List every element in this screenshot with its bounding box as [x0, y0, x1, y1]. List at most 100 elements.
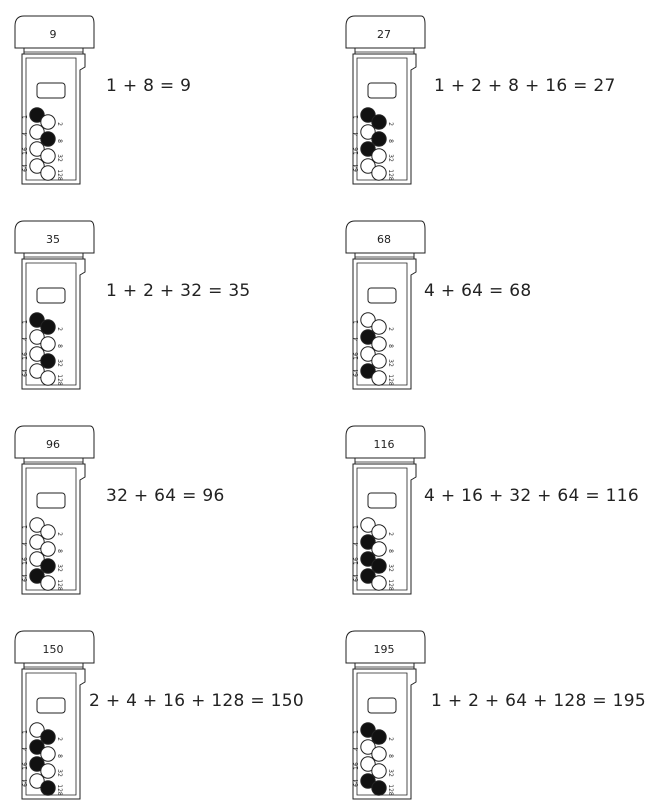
bit-label-4: 4 — [353, 747, 360, 751]
bit-circle-128 — [372, 371, 386, 385]
display-value: 35 — [46, 233, 60, 246]
display-value: 27 — [377, 28, 391, 41]
bit-label-16: 16 — [22, 762, 29, 770]
equation-text: 1 + 2 + 32 = 35 — [106, 281, 251, 301]
equation-text: 2 + 4 + 16 + 128 = 150 — [89, 691, 304, 711]
equation-text: 4 + 16 + 32 + 64 = 116 — [424, 486, 639, 506]
bit-label-4: 4 — [22, 542, 29, 546]
bit-circle-128 — [372, 576, 386, 590]
bit-label-64: 64 — [353, 779, 360, 787]
bit-label-2: 2 — [387, 327, 394, 331]
bit-label-64: 64 — [353, 574, 360, 582]
bit-circle-2 — [41, 320, 55, 334]
display-value: 116 — [374, 438, 395, 451]
bit-label-4: 4 — [22, 747, 29, 751]
bit-label-16: 16 — [22, 557, 29, 565]
bit-circle-8 — [41, 337, 55, 351]
bit-label-128: 128 — [56, 579, 63, 591]
bit-circle-8 — [372, 747, 386, 761]
screen-window — [368, 288, 396, 303]
screen-window — [368, 83, 396, 98]
screen-window — [368, 493, 396, 508]
bit-label-1: 1 — [22, 320, 29, 324]
bit-circle-32 — [41, 149, 55, 163]
bit-circle-128 — [41, 166, 55, 180]
screen-window — [37, 288, 65, 303]
bit-label-4: 4 — [353, 337, 360, 341]
bit-label-2: 2 — [387, 122, 394, 126]
bit-circle-2 — [372, 730, 386, 744]
bit-circle-8 — [372, 132, 386, 146]
bit-label-8: 8 — [387, 344, 394, 348]
bit-label-2: 2 — [387, 737, 394, 741]
bit-circle-8 — [41, 132, 55, 146]
bit-label-8: 8 — [387, 549, 394, 553]
bit-label-16: 16 — [353, 352, 360, 360]
bit-label-4: 4 — [353, 542, 360, 546]
bit-label-32: 32 — [387, 154, 394, 162]
bit-label-2: 2 — [56, 532, 63, 536]
bit-label-128: 128 — [387, 579, 394, 591]
equation-text: 1 + 2 + 8 + 16 = 27 — [434, 76, 616, 96]
screen-window — [37, 83, 65, 98]
screen-window — [368, 698, 396, 713]
bit-label-2: 2 — [56, 122, 63, 126]
bit-label-8: 8 — [56, 549, 63, 553]
bit-circle-2 — [41, 525, 55, 539]
bit-label-1: 1 — [22, 730, 29, 734]
equation-text: 1 + 8 = 9 — [106, 76, 191, 96]
equation-text: 1 + 2 + 64 + 128 = 195 — [431, 691, 646, 711]
bit-label-4: 4 — [22, 337, 29, 341]
bit-circle-2 — [41, 730, 55, 744]
bit-label-32: 32 — [56, 769, 63, 777]
bit-label-8: 8 — [56, 139, 63, 143]
bit-circle-2 — [372, 115, 386, 129]
bit-label-128: 128 — [56, 784, 63, 796]
bit-label-128: 128 — [387, 169, 394, 181]
bit-circle-128 — [41, 781, 55, 795]
bit-label-64: 64 — [353, 369, 360, 377]
bit-label-1: 1 — [22, 525, 29, 529]
bit-circle-32 — [372, 764, 386, 778]
bit-label-1: 1 — [353, 730, 360, 734]
equation-text: 32 + 64 = 96 — [106, 486, 225, 506]
bit-circle-128 — [41, 371, 55, 385]
bit-label-32: 32 — [387, 359, 394, 367]
bit-label-4: 4 — [353, 132, 360, 136]
bit-label-2: 2 — [56, 327, 63, 331]
bit-label-8: 8 — [56, 754, 63, 758]
bit-circle-2 — [372, 525, 386, 539]
bit-label-16: 16 — [353, 762, 360, 770]
bit-circle-8 — [372, 337, 386, 351]
bit-circle-32 — [41, 354, 55, 368]
bit-circle-8 — [372, 542, 386, 556]
bit-label-128: 128 — [56, 374, 63, 386]
binary-counter-device: 91248163264128 — [12, 12, 102, 192]
bit-label-16: 16 — [353, 557, 360, 565]
bit-label-8: 8 — [387, 754, 394, 758]
bit-label-2: 2 — [56, 737, 63, 741]
bit-label-2: 2 — [387, 532, 394, 536]
binary-counter-device: 681248163264128 — [343, 217, 433, 397]
bit-label-1: 1 — [353, 525, 360, 529]
bit-label-128: 128 — [387, 374, 394, 386]
bit-label-8: 8 — [387, 139, 394, 143]
bit-label-64: 64 — [22, 574, 29, 582]
bit-circle-32 — [372, 559, 386, 573]
bit-label-16: 16 — [353, 147, 360, 155]
binary-counter-device: 96 1 2 4 8 16 32 64 128 — [12, 422, 102, 602]
bit-circle-32 — [372, 149, 386, 163]
bit-label-64: 64 — [22, 369, 29, 377]
display-value: 96 — [46, 438, 60, 451]
example-27: 2712481632641281 + 2 + 8 + 16 = 27 — [331, 0, 662, 195]
display-value: 9 — [50, 28, 57, 41]
bit-label-32: 32 — [56, 564, 63, 572]
bit-circle-8 — [41, 747, 55, 761]
bit-circle-128 — [372, 781, 386, 795]
